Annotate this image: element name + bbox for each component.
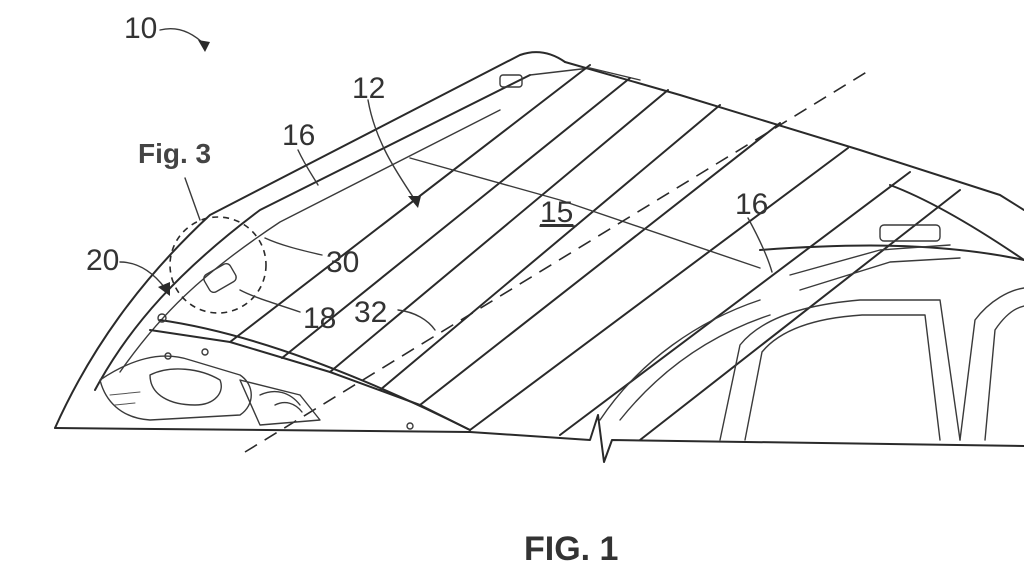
ref-assembly: 10 xyxy=(124,12,157,45)
ref-member: 30 xyxy=(326,246,359,279)
ref-front-edge: 20 xyxy=(86,244,119,277)
ref-panel-area: 15 xyxy=(540,196,573,229)
detail-callout: Fig. 3 xyxy=(138,138,211,169)
reference-labels: 10 12 16 15 16 20 30 18 32 Fig. 3 xyxy=(86,12,768,335)
ref-rail-left: 16 xyxy=(282,119,315,152)
ref-seam: 32 xyxy=(354,296,387,329)
ref-mechanism: 18 xyxy=(303,302,336,335)
side-body xyxy=(500,75,1024,440)
front-mechanism xyxy=(100,262,413,429)
figure-caption: FIG. 1 xyxy=(524,530,618,568)
leader-lines xyxy=(120,29,772,330)
detail-circle xyxy=(170,217,266,313)
ref-rail-right: 16 xyxy=(735,188,768,221)
ref-roof-panel: 12 xyxy=(352,72,385,105)
